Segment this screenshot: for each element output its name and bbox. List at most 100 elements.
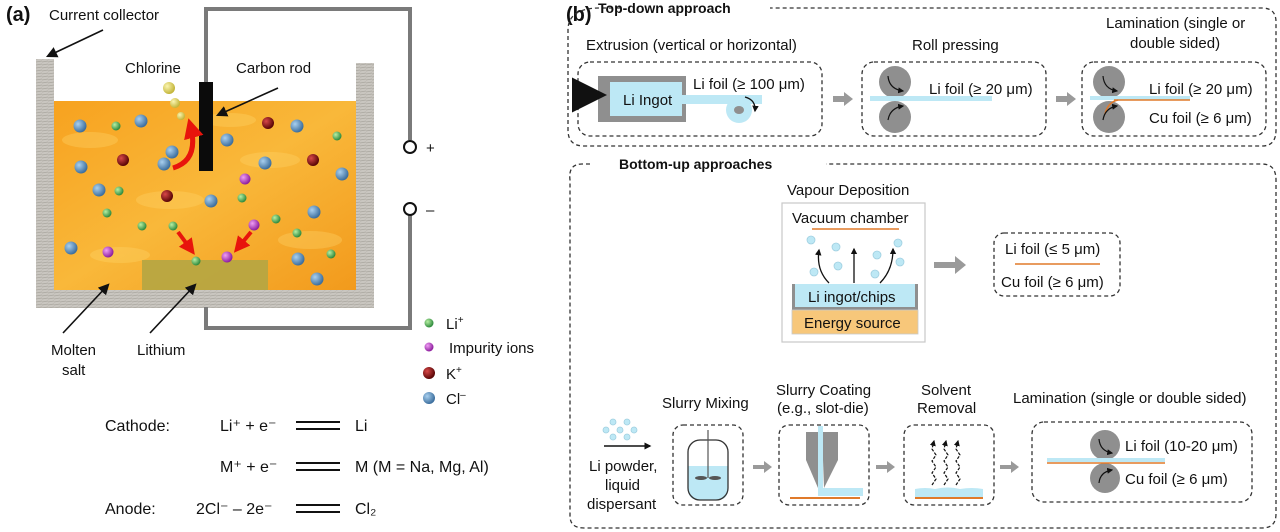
bottom-lamination-rollers bbox=[1047, 430, 1165, 493]
chlorine-bubble bbox=[177, 112, 185, 120]
energy-source bbox=[791, 309, 919, 335]
current-collector-arrow bbox=[45, 29, 104, 58]
chloride-ion bbox=[307, 205, 321, 219]
bottom-up-section-border bbox=[569, 163, 1277, 529]
molten-salt-label-line1: Molten bbox=[51, 342, 96, 359]
chloride-ion bbox=[64, 241, 78, 255]
ion-legend: Li+ Impurity ions K+ Cl– bbox=[423, 315, 534, 408]
bottom-lamination-cu-foil-label: Cu foil (≥ 6 μm) bbox=[1125, 471, 1228, 488]
panel-b-label: (b) bbox=[566, 4, 592, 26]
carbon-rod bbox=[199, 82, 213, 171]
reaction-equations: Cathode: Li⁺ + e⁻ Li M⁺ + e⁻ M (M = Na, … bbox=[105, 418, 489, 518]
chlorine-label: Chlorine bbox=[125, 60, 181, 77]
lithium-ion bbox=[137, 221, 147, 231]
slurry-coating-title-line2: (e.g., slot-die) bbox=[777, 400, 869, 417]
legend-li-swatch bbox=[424, 318, 434, 328]
panel-b: (b) Top-down approach Extrusion (vertica… bbox=[566, 0, 1277, 529]
equation-1-left: Li⁺ + e⁻ bbox=[220, 418, 276, 435]
slurry-coating-title-line1: Slurry Coating bbox=[776, 382, 871, 399]
flow-arrow bbox=[753, 461, 772, 473]
equation-1-right: Li bbox=[355, 418, 367, 435]
equation-3-left: 2Cl⁻ – 2e⁻ bbox=[196, 501, 272, 518]
wire-negative bbox=[204, 215, 412, 330]
lithium-ion bbox=[326, 249, 336, 259]
lithium-ion bbox=[168, 221, 178, 231]
lithium-ion bbox=[237, 193, 247, 203]
negative-sign: – bbox=[426, 202, 435, 219]
lithium-label: Lithium bbox=[137, 342, 185, 359]
negative-terminal bbox=[403, 202, 417, 216]
vapour-result-box bbox=[993, 232, 1121, 297]
slot-die bbox=[790, 426, 863, 499]
dried-coating bbox=[915, 487, 983, 497]
potassium-ion bbox=[307, 154, 319, 166]
vapour-title: Vapour Deposition bbox=[787, 182, 909, 199]
positive-terminal bbox=[403, 140, 417, 154]
chloride-ion bbox=[310, 272, 324, 286]
flow-arrow bbox=[833, 92, 853, 106]
impurity-ion bbox=[102, 246, 114, 258]
slurry-mixing-box bbox=[672, 424, 744, 506]
energy-source-label: Energy source bbox=[804, 315, 901, 332]
legend-impurity-label: Impurity ions bbox=[449, 340, 534, 357]
flow-arrow bbox=[1056, 92, 1076, 106]
lithium-ion bbox=[332, 131, 342, 141]
lithium-ion bbox=[292, 228, 302, 238]
input-line3: dispersant bbox=[587, 496, 657, 513]
top-down-section-border bbox=[567, 7, 1277, 147]
input-line1: Li powder, bbox=[589, 458, 657, 475]
lamination-title-line1: Lamination (single or bbox=[1106, 15, 1245, 32]
lithium-ion bbox=[114, 186, 124, 196]
roll-pressing-box bbox=[861, 61, 1047, 137]
vacuum-chamber-label: Vacuum chamber bbox=[792, 210, 908, 227]
flow-arrow bbox=[934, 256, 966, 274]
chloride-ion bbox=[220, 133, 234, 147]
chlorine-bubble bbox=[170, 98, 180, 108]
lithium-ion bbox=[102, 208, 112, 218]
top-down-title: Top-down approach bbox=[598, 0, 731, 16]
chloride-oxidation-arrow bbox=[172, 118, 204, 171]
extrusion-ingot-label: Li Ingot bbox=[623, 92, 673, 109]
lamination-title-line2: double sided) bbox=[1130, 35, 1220, 52]
impurity-ion bbox=[239, 173, 251, 185]
equals-sign bbox=[296, 504, 340, 513]
solvent-removal-title-line1: Solvent bbox=[921, 382, 972, 399]
lithium-pool bbox=[142, 260, 268, 290]
legend-cl-swatch bbox=[423, 392, 435, 404]
molten-salt-label-line2: salt bbox=[62, 362, 86, 379]
impurity-ion bbox=[248, 219, 260, 231]
wire-positive bbox=[204, 7, 412, 140]
flow-arrow bbox=[876, 461, 895, 473]
chloride-ion bbox=[134, 114, 148, 128]
evaporation-arrows bbox=[929, 439, 961, 486]
li-ingot-label: Li ingot/chips bbox=[808, 289, 896, 306]
lamination-cu-foil-label: Cu foil (≥ 6 μm) bbox=[1149, 110, 1252, 127]
roll-pressing-title: Roll pressing bbox=[912, 37, 999, 54]
mixing-vessel bbox=[687, 430, 729, 501]
bottom-lamination-title: Lamination (single or double sided) bbox=[1013, 390, 1246, 407]
equals-sign bbox=[296, 462, 340, 471]
current-collector-vessel bbox=[36, 59, 374, 308]
legend-impurity-swatch bbox=[424, 342, 434, 352]
solvent-removal-box bbox=[903, 424, 995, 506]
extrusion-title: Extrusion (vertical or horizontal) bbox=[586, 37, 797, 54]
li-deposition-arrow bbox=[176, 230, 195, 255]
bottom-up-title: Bottom-up approaches bbox=[619, 156, 772, 172]
lithium-ion bbox=[191, 256, 201, 266]
potassium-ion bbox=[262, 117, 274, 129]
carbon-rod-arrow bbox=[215, 87, 279, 117]
chloride-ion bbox=[291, 252, 305, 266]
equation-3-right: Cl₂ bbox=[355, 501, 376, 518]
bottom-lamination-li-foil-label: Li foil (10-20 μm) bbox=[1125, 438, 1238, 455]
equation-2-left: M⁺ + e⁻ bbox=[220, 459, 277, 476]
lithium-ion bbox=[111, 121, 121, 131]
legend-cl-label: Cl– bbox=[446, 390, 466, 408]
carbon-rod-label: Carbon rod bbox=[236, 60, 311, 77]
vapour-particles bbox=[806, 235, 905, 279]
vapour-li-foil-label: Li foil (≤ 5 μm) bbox=[1005, 241, 1100, 258]
lithium-arrow bbox=[149, 283, 197, 334]
solvent-removal-title-line2: Removal bbox=[917, 400, 976, 417]
legend-k-swatch bbox=[423, 367, 435, 379]
lamination-li-foil-label: Li foil (≥ 20 μm) bbox=[1149, 81, 1253, 98]
